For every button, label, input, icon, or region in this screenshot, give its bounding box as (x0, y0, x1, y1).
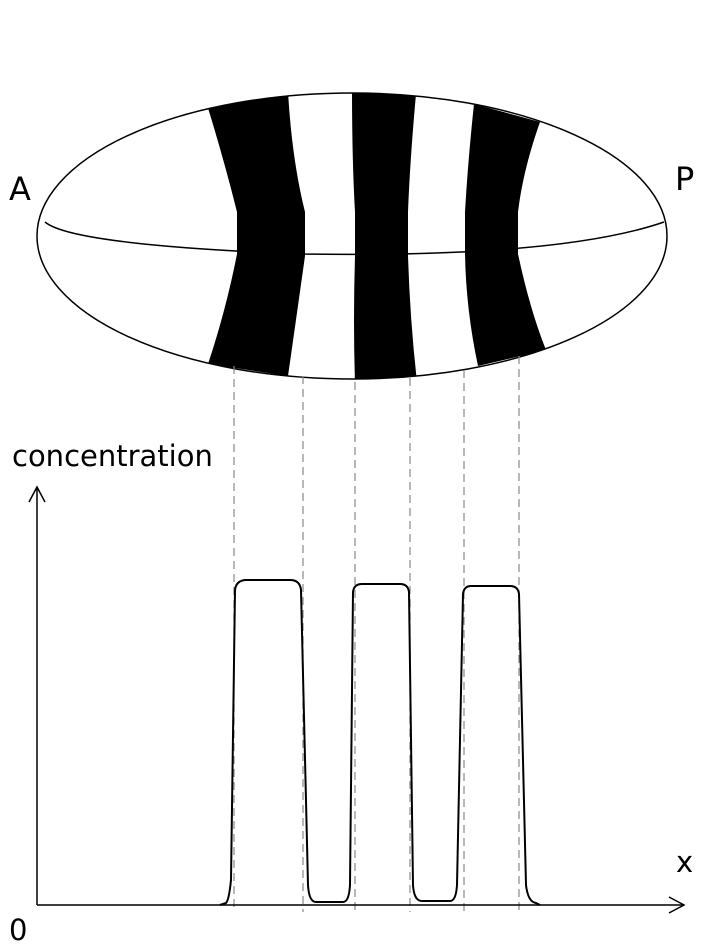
embryo: A P (9, 92, 694, 380)
embryo-stripes (208, 93, 546, 379)
posterior-label: P (675, 160, 694, 198)
concentration-graph: concentration x 0 (9, 439, 693, 947)
stripe-2 (352, 93, 417, 379)
x-axis-arrow (668, 896, 686, 914)
y-axis-label: concentration (12, 439, 213, 473)
embryo-outline (36, 92, 668, 380)
concentration-profile (219, 579, 541, 906)
projection-lines (233, 356, 520, 912)
origin-label: 0 (9, 913, 27, 947)
anterior-label: A (9, 170, 31, 208)
x-axis-label: x (676, 845, 693, 879)
stripe-1 (208, 93, 305, 376)
embryo-midline (44, 221, 665, 256)
stripe-3 (465, 104, 546, 366)
y-axis-arrow (28, 485, 46, 503)
